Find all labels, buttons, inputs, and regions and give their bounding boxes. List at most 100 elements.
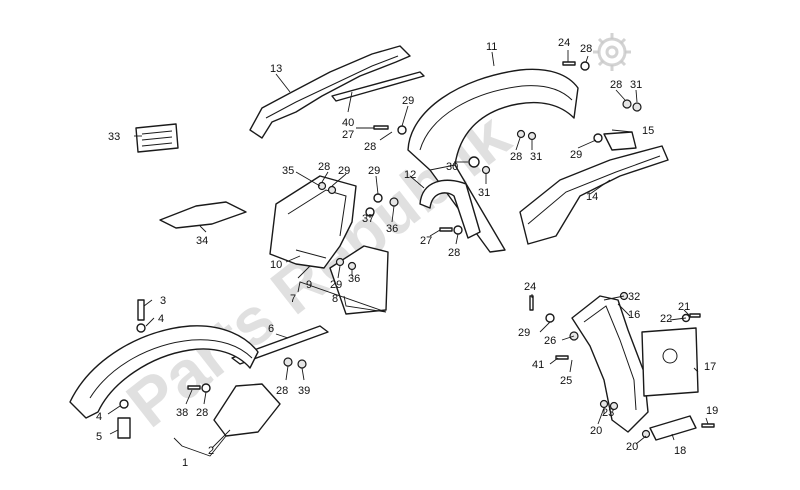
nut-36a [389, 197, 399, 207]
rear-frame-edge [583, 305, 637, 411]
nut-28b [622, 99, 632, 109]
front-mudguard-rib [89, 339, 253, 399]
nut-39 [297, 359, 307, 369]
callout-29g: 29 [518, 327, 530, 339]
callout-7: 7 [290, 293, 296, 305]
nut-31c [481, 165, 491, 175]
watermark-gear-icon [593, 33, 631, 71]
washer-4b [119, 399, 129, 409]
callout-24b: 24 [524, 281, 536, 293]
callout-8: 8 [332, 293, 338, 305]
nut-31a [632, 102, 642, 112]
nut-28g [283, 357, 293, 367]
callout-9: 9 [306, 279, 312, 291]
callout-39: 39 [298, 385, 310, 397]
nut-20b [641, 429, 651, 439]
rear-mudguard [407, 68, 579, 253]
spacer-5 [117, 417, 131, 439]
battery-box [269, 175, 357, 269]
washer-28d [453, 225, 463, 235]
bolt-27a [373, 125, 389, 130]
washer-4a [136, 323, 146, 333]
callout-28e: 28 [448, 247, 460, 259]
nut-23 [599, 399, 609, 409]
plate-hole [662, 348, 678, 364]
callout-17: 17 [704, 361, 716, 373]
chain-guard [249, 45, 411, 139]
callout-31a: 31 [630, 79, 642, 91]
callout-31b: 31 [530, 151, 542, 163]
nut-29e [335, 257, 345, 267]
callout-21: 21 [678, 301, 690, 313]
callout-37: 37 [362, 213, 374, 225]
rear-mudguard-rib [419, 85, 573, 151]
callout-19: 19 [706, 405, 718, 417]
callout-5: 5 [96, 431, 102, 443]
callout-1: 1 [182, 457, 188, 469]
callout-14: 14 [586, 191, 598, 203]
washer-28a [580, 61, 590, 71]
washer-28f [201, 383, 211, 393]
emblem-lines [141, 130, 173, 147]
callout-32: 32 [628, 291, 640, 303]
callout-3: 3 [160, 295, 166, 307]
callout-13: 13 [270, 63, 282, 75]
callout-27b: 27 [420, 235, 432, 247]
bolt-38 [187, 385, 201, 390]
fasteners [117, 61, 715, 439]
bolt-27b [439, 227, 453, 232]
callout-29b: 29 [402, 95, 414, 107]
callout-34: 34 [196, 235, 208, 247]
nut-28e [317, 181, 327, 191]
callout-24a: 24 [558, 37, 570, 49]
callout-28f: 28 [318, 161, 330, 173]
washer-29g [545, 313, 555, 323]
callout-28g: 28 [196, 407, 208, 419]
cover-lens [159, 201, 247, 229]
callout-4b: 4 [96, 411, 102, 423]
callout-33: 33 [108, 131, 120, 143]
nut-29c [327, 185, 337, 195]
nut-28c [516, 129, 526, 139]
callout-36b: 36 [348, 273, 360, 285]
callout-15: 15 [642, 125, 654, 137]
washer-29b [397, 125, 407, 135]
callout-36a: 36 [386, 223, 398, 235]
battery-box-frame [287, 189, 347, 259]
callout-28c: 28 [364, 141, 376, 153]
nut-36b [347, 261, 357, 271]
callout-11: 11 [486, 41, 497, 53]
callout-28d: 28 [510, 151, 522, 163]
bolt-24b [529, 295, 534, 311]
callout-35: 35 [282, 165, 294, 177]
nut-20a [609, 401, 619, 411]
bolt-41 [555, 355, 569, 360]
callout-6: 6 [268, 323, 274, 335]
callout-28h: 28 [276, 385, 288, 397]
callout-27a: 27 [342, 129, 354, 141]
callout-labels: 13 40 33 34 11 24 28 28 31 15 29 29 27 2… [96, 37, 718, 469]
leader-lines [107, 50, 709, 457]
chain-guard-edge [265, 55, 399, 119]
rear-side-cover [519, 145, 669, 245]
callout-29c: 29 [338, 165, 350, 177]
front-plate [213, 383, 281, 437]
nut-31b [527, 131, 537, 141]
callout-31c: 31 [478, 187, 490, 199]
bolt-21 [689, 313, 701, 318]
callout-23: 23 [602, 407, 614, 419]
front-mudguard [69, 325, 259, 419]
callout-28a: 28 [580, 43, 592, 55]
callout-28b: 28 [610, 79, 622, 91]
watermark-text: Parts Republik [113, 98, 523, 441]
bolt-3 [137, 299, 145, 321]
bolt-24a [562, 61, 576, 66]
callout-29a: 29 [570, 149, 582, 161]
callout-2: 2 [208, 445, 214, 457]
callout-20b: 20 [626, 441, 638, 453]
washer-29d [373, 193, 383, 203]
callout-29e: 29 [330, 279, 342, 291]
callout-22: 22 [660, 313, 672, 325]
rubber-strip [331, 71, 425, 102]
